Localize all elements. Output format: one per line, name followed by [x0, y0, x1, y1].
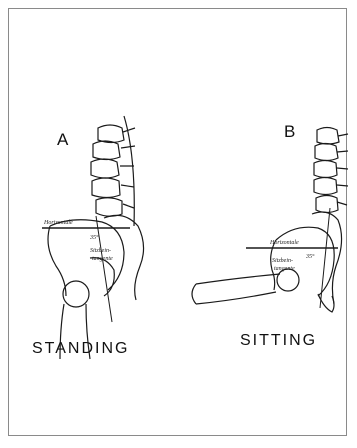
sitting-pelvis-drawing [192, 128, 348, 313]
panel-b-horizontal-label: Horizontale [270, 240, 299, 247]
standing-caption: STANDING [32, 340, 129, 358]
posture-figure: A B Horizontale 35° Sitzbein- tangente H… [20, 108, 350, 363]
panel-b-angle-label: 35° [306, 254, 314, 261]
panel-b-label: B [284, 122, 295, 142]
sitting-caption: SITTING [240, 332, 317, 350]
panel-a-tangent-label-top: Sitzbein- [90, 248, 111, 255]
panel-a-label: A [57, 130, 68, 150]
panel-a-angle-label: 35° [90, 235, 98, 242]
panel-b-tangent-label-top: Sitzbein- [272, 258, 293, 265]
panel-a-horizontal-label: Horizontale [44, 220, 73, 227]
panel-a-tangent-label-bottom: tangente [92, 256, 113, 263]
panel-b-tangent-label-bottom: tangente [274, 266, 295, 273]
standing-pelvis-drawing [20, 108, 350, 363]
